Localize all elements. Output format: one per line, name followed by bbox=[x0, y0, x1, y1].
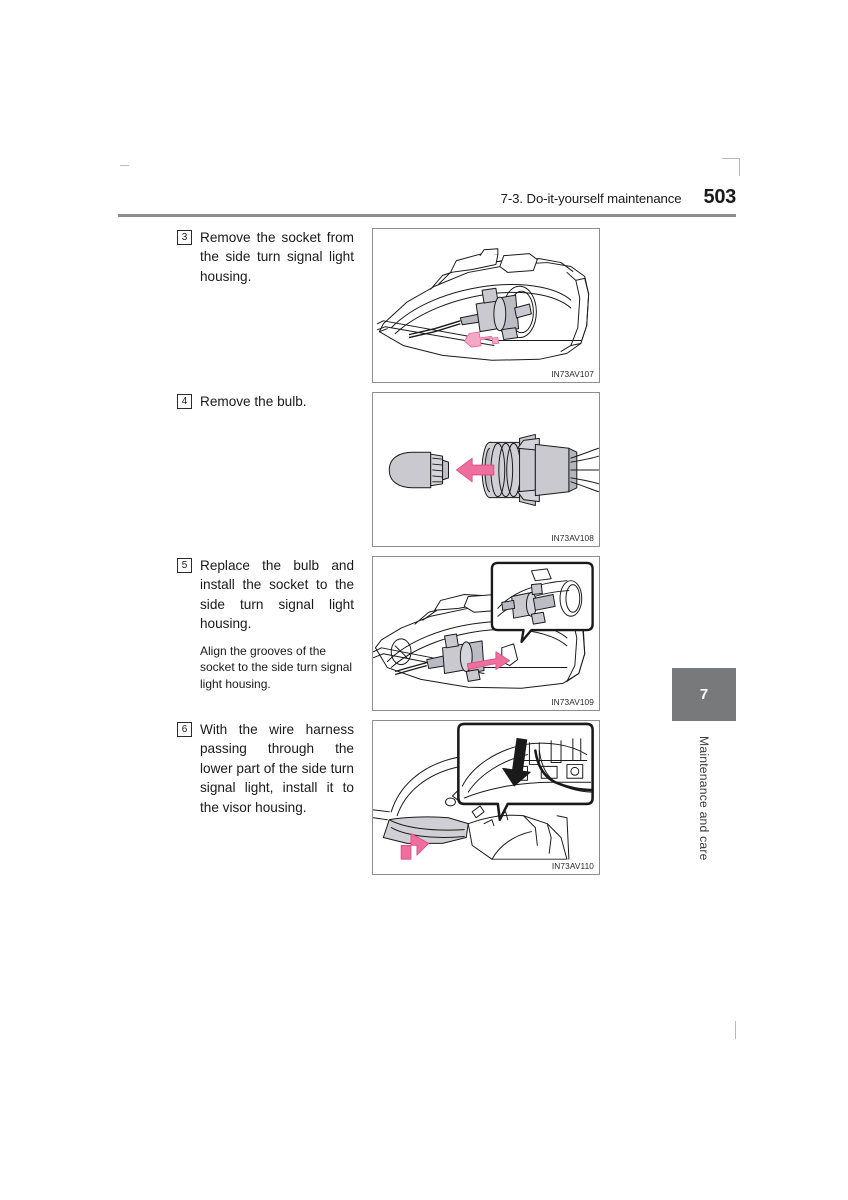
visor-housing-install-illustration: IN73AV110 bbox=[372, 720, 600, 875]
step-block: 4 Remove the bulb. bbox=[177, 392, 354, 411]
chapter-tab: 7 bbox=[672, 668, 736, 721]
step-instruction-text: Replace the bulb and install the socket … bbox=[200, 558, 354, 632]
step-text-column: 3 Remove the socket from the side turn s… bbox=[118, 228, 354, 286]
direction-arrow bbox=[464, 331, 500, 348]
figure-code: IN73AV108 bbox=[551, 533, 594, 543]
page-content: 3 Remove the socket from the side turn s… bbox=[118, 228, 736, 875]
step-number-badge: 5 bbox=[177, 558, 192, 573]
direction-arrow bbox=[466, 651, 511, 670]
step-row: 6 With the wire harness passing through … bbox=[118, 720, 736, 875]
step-number-badge: 6 bbox=[177, 722, 192, 737]
page-number: 503 bbox=[703, 186, 737, 208]
step-text-column: 5 Replace the bulb and install the socke… bbox=[118, 556, 354, 692]
step-text-column: 4 Remove the bulb. bbox=[118, 392, 354, 411]
step-row: 4 Remove the bulb. bbox=[118, 392, 736, 547]
step-block: 3 Remove the socket from the side turn s… bbox=[177, 228, 354, 286]
socket-removal-illustration: IN73AV107 bbox=[372, 228, 600, 383]
header-divider bbox=[118, 214, 736, 217]
step-note-text: Align the grooves of the socket to the s… bbox=[200, 643, 353, 691]
crop-mark-bottom-right bbox=[735, 1021, 736, 1039]
step-instruction-text: With the wire harness passing through th… bbox=[200, 722, 354, 815]
step-number-badge: 3 bbox=[177, 230, 192, 245]
header-section-title: 7-3. Do-it-yourself maintenance bbox=[500, 191, 682, 206]
step-instruction-text: Remove the socket from the side turn sig… bbox=[200, 230, 354, 284]
step-instruction-text: Remove the bulb. bbox=[200, 394, 307, 409]
step-number-badge: 4 bbox=[177, 394, 192, 409]
figure-code: IN73AV110 bbox=[551, 861, 594, 871]
socket-install-illustration: IN73AV109 bbox=[372, 556, 600, 711]
step-block: 6 With the wire harness passing through … bbox=[177, 720, 354, 817]
figure-code: IN73AV109 bbox=[551, 697, 594, 707]
crop-mark-top-left bbox=[120, 165, 129, 166]
bulb-removal-illustration: IN73AV108 bbox=[372, 392, 600, 547]
page-header: 7-3. Do-it-yourself maintenance 503 bbox=[118, 186, 737, 209]
step-row: 3 Remove the socket from the side turn s… bbox=[118, 228, 736, 383]
direction-arrow bbox=[400, 833, 430, 860]
crop-mark-top-right-vertical bbox=[739, 158, 740, 176]
callout-bubble bbox=[457, 722, 594, 821]
figure-code: IN73AV107 bbox=[551, 369, 594, 379]
step-block: 5 Replace the bulb and install the socke… bbox=[177, 556, 354, 692]
crop-mark-top-right-horizontal bbox=[722, 158, 740, 159]
chapter-tab-number: 7 bbox=[699, 686, 709, 703]
step-text-column: 6 With the wire harness passing through … bbox=[118, 720, 354, 817]
chapter-tab-label: Maintenance and care bbox=[672, 728, 736, 918]
direction-arrow bbox=[455, 457, 495, 483]
callout-bubble bbox=[490, 561, 594, 644]
step-row: 5 Replace the bulb and install the socke… bbox=[118, 556, 736, 711]
chapter-title-vertical: Maintenance and care bbox=[697, 736, 711, 861]
